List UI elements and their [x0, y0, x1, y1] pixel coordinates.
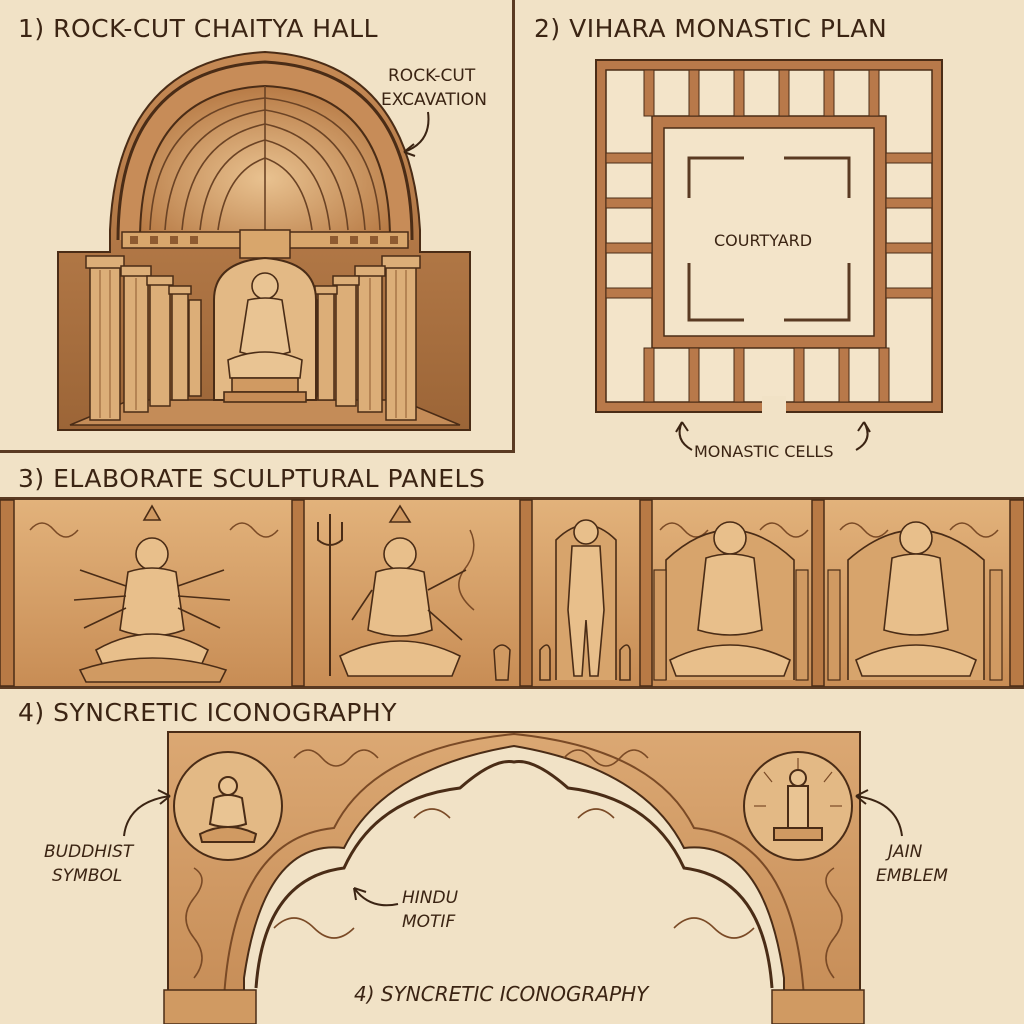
- arrow-icon: [123, 789, 171, 837]
- section-2-title: 2) VIHARA MONASTIC PLAN: [534, 14, 888, 43]
- courtyard-label: COURTYARD: [714, 231, 813, 250]
- vihara-plan-illustration: [595, 59, 943, 414]
- lakshmi-figure: [73, 504, 231, 683]
- trident-icon: [317, 514, 343, 676]
- jain-tirthankara-figure: [539, 519, 631, 681]
- hindu-motif-line1: HINDU: [402, 888, 459, 908]
- buddhist-medallion: [173, 751, 283, 861]
- section-4-title: 4) SYNCRETIC ICONOGRAPHY: [18, 698, 397, 727]
- arrow-icon: [403, 111, 430, 157]
- arrow-icon: [675, 421, 693, 451]
- jain-emblem-line1: JAIN: [888, 842, 923, 862]
- shiva-figure: [338, 504, 467, 677]
- hindu-motif-line2: MOTIF: [402, 912, 456, 932]
- arrow-icon: [855, 421, 871, 451]
- section-3-top-border: [0, 497, 1024, 500]
- buddha-figure: [847, 521, 985, 680]
- arrow-icon: [855, 789, 903, 837]
- rock-cut-callout-line2: EXCAVATION: [381, 90, 487, 110]
- section-1-title: 1) ROCK-CUT CHAITYA HALL: [18, 14, 379, 43]
- buddhist-symbol-line2: SYMBOL: [52, 866, 123, 886]
- section-3-bottom-border: [0, 686, 1024, 689]
- arrow-icon: [353, 887, 399, 907]
- buddha-figure: [223, 272, 307, 403]
- section-1-right-border: [512, 0, 515, 452]
- jain-emblem-line2: EMBLEM: [876, 866, 948, 886]
- section-4-caption: 4) SYNCRETIC ICONOGRAPHY: [354, 982, 649, 1006]
- buddhist-symbol-line1: BUDDHIST: [44, 842, 134, 862]
- rock-cut-callout-line1: ROCK-CUT: [388, 66, 476, 86]
- section-1-bottom-border: [0, 450, 515, 453]
- section-3-title: 3) ELABORATE SCULPTURAL PANELS: [18, 464, 486, 493]
- monastic-cells-label: MONASTIC CELLS: [694, 442, 834, 461]
- chaitya-hall-illustration: [57, 50, 471, 431]
- syncretic-arch-illustration: [163, 731, 865, 1024]
- buddha-figure: [665, 521, 795, 680]
- jain-medallion: [743, 751, 853, 861]
- sculptural-panels-frieze: [0, 499, 1024, 687]
